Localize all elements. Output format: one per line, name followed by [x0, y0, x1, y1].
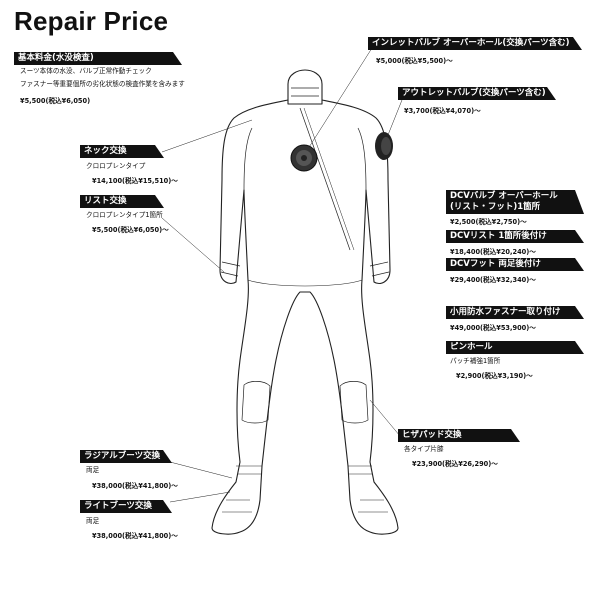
- page-title: Repair Price: [14, 6, 169, 36]
- outlet-valve-price: ¥3,700(税込¥4,070)～: [404, 107, 481, 115]
- knee-pad-price: ¥23,900(税込¥26,290)～: [412, 460, 498, 468]
- neck-desc: クロロプレンタイプ: [86, 162, 146, 170]
- dcv-foot-price: ¥29,400(税込¥32,340)～: [450, 276, 536, 284]
- zipper-tag: 小用防水ファスナー取り付け: [446, 306, 584, 319]
- wrist-tag: リスト交換: [80, 195, 164, 208]
- outlet-valve-tag: アウトレットバルブ(交換パーツ含む): [398, 87, 556, 100]
- radial-boots-tag: ラジアルブーツ交換: [80, 450, 172, 463]
- neck-price: ¥14,100(税込¥15,510)～: [92, 177, 178, 185]
- dcv-valve-tag-line2: (リスト・フット)1箇所: [450, 202, 541, 212]
- dcv-wrist-tag: DCVリスト 1箇所後付け: [446, 230, 584, 243]
- basic-fee-price: ¥5,500(税込¥6,050): [20, 97, 91, 105]
- light-boots-tag: ライトブーツ交換: [80, 500, 172, 513]
- inlet-valve-price: ¥5,000(税込¥5,500)～: [376, 57, 453, 65]
- radial-boots-price: ¥38,000(税込¥41,800)～: [92, 482, 178, 490]
- zipper-price: ¥49,000(税込¥53,900)～: [450, 324, 536, 332]
- dcv-valve-tag: DCVバルブ オーバーホール (リスト・フット)1箇所: [446, 190, 584, 214]
- pinhole-tag: ピンホール: [446, 341, 584, 354]
- wrist-desc: クロロプレンタイプ1箇所: [86, 211, 163, 219]
- wrist-price: ¥5,500(税込¥6,050)～: [92, 226, 169, 234]
- light-boots-desc: 両足: [86, 517, 100, 525]
- knee-pad-tag: ヒザパッド交換: [398, 429, 520, 442]
- basic-fee-line2: ファスナー等重要個所の劣化状態の検査作業を含みます: [20, 80, 185, 88]
- inlet-valve-icon: [290, 144, 318, 172]
- light-boots-price: ¥38,000(税込¥41,800)～: [92, 532, 178, 540]
- radial-boots-desc: 両足: [86, 466, 100, 474]
- dcv-foot-tag: DCVフット 両足後付け: [446, 258, 584, 271]
- dcv-wrist-price: ¥18,400(税込¥20,240)～: [450, 248, 536, 256]
- pinhole-desc: パッチ補強1箇所: [450, 357, 501, 365]
- outlet-valve-icon: [375, 132, 393, 160]
- basic-fee-tag: 基本料金(水没検査): [14, 52, 182, 65]
- inlet-valve-tag: インレットバルブ オーバーホール(交換パーツ含む): [368, 37, 582, 50]
- dcv-valve-price: ¥2,500(税込¥2,750)～: [450, 218, 527, 226]
- pinhole-price: ¥2,900(税込¥3,190)～: [456, 372, 533, 380]
- dcv-valve-tag-line1: DCVバルブ オーバーホール: [450, 191, 558, 201]
- neck-tag: ネック交換: [80, 145, 164, 158]
- basic-fee-line1: スーツ本体の水没、バルブ正常作動チェック: [20, 67, 152, 75]
- knee-pad-desc: 各タイプ片膝: [404, 445, 444, 453]
